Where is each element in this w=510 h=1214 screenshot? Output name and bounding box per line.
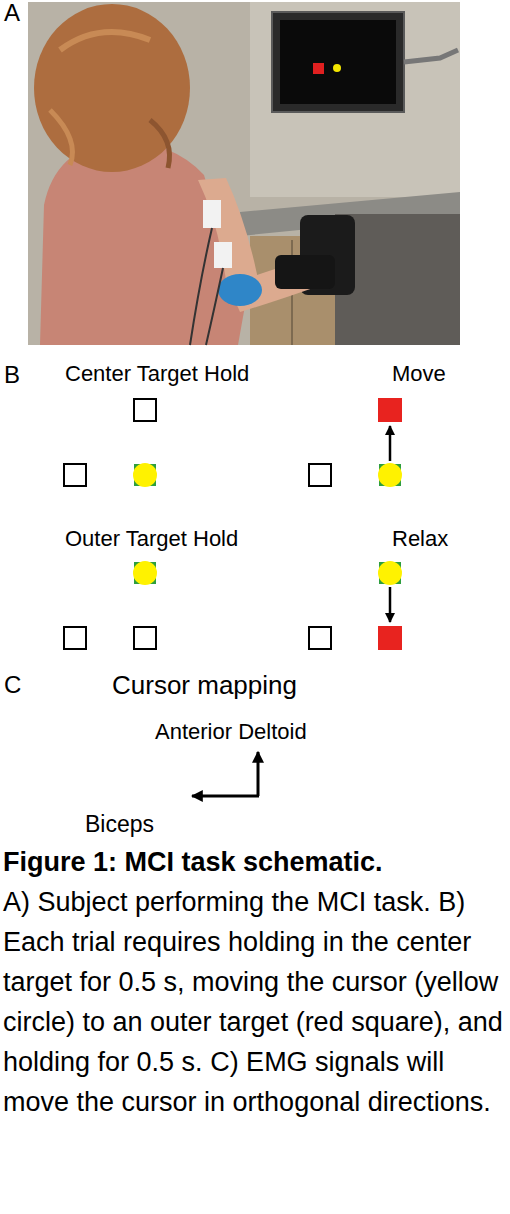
subject-photo: [28, 2, 460, 345]
condition-title: Center Target Hold: [65, 362, 249, 386]
target-grid: [64, 398, 402, 650]
muscle-label: Biceps: [85, 812, 154, 837]
condition-title: Outer Target Hold: [65, 527, 238, 551]
panel-letter: B: [4, 362, 20, 388]
condition-title: Relax: [392, 527, 448, 551]
figure-title: Figure 1: MCI task schematic.: [3, 842, 508, 882]
panel-letter: C: [4, 672, 21, 698]
figure-caption: A) Subject performing the MCI task. B) E…: [3, 882, 510, 1122]
mapping-axes: [192, 752, 259, 796]
muscle-label: Anterior Deltoid: [155, 720, 307, 744]
panel-letter: A: [4, 0, 20, 26]
panel-title: Cursor mapping: [112, 671, 297, 700]
condition-title: Move: [392, 362, 446, 386]
